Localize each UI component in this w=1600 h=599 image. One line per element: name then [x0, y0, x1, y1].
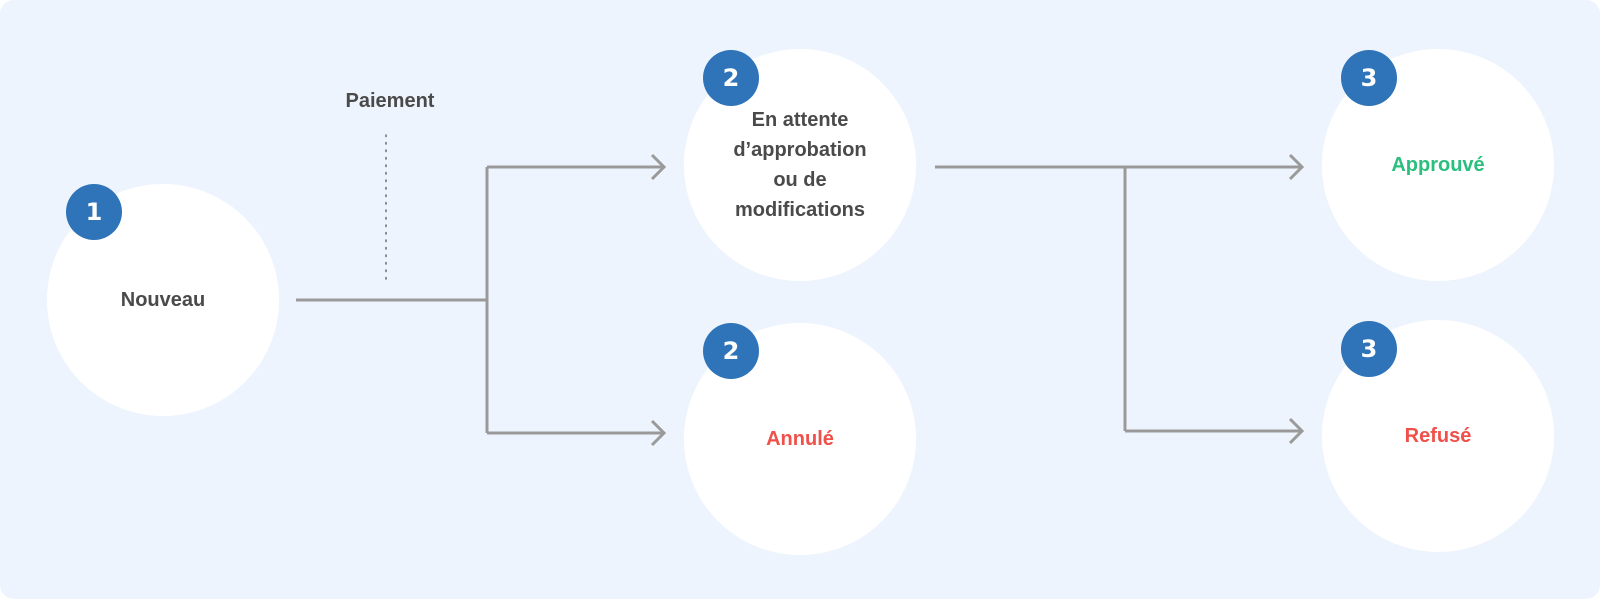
step-badge-nouveau: 1: [66, 184, 122, 240]
step-badge-annule: 2: [703, 323, 759, 379]
step-badge-refuse: 3: [1341, 321, 1397, 377]
node-label-refuse: Refusé: [1404, 425, 1472, 447]
step-badge-en-attente: 2: [703, 50, 759, 106]
node-label-approuve: Approuvé: [1391, 154, 1485, 176]
arrowhead-annule: [650, 419, 667, 447]
edge-label-paiement: Paiement: [345, 90, 435, 112]
arrowhead-approuve: [1288, 153, 1305, 181]
node-label-en-attente: En attente d’approbation ou de modificat…: [733, 109, 867, 221]
node-label-annule: Annulé: [766, 428, 834, 450]
arrowhead-en-attente: [650, 153, 667, 181]
node-label-nouveau: Nouveau: [120, 289, 206, 311]
arrowhead-refuse: [1288, 417, 1305, 445]
step-badge-approuve: 3: [1341, 50, 1397, 106]
